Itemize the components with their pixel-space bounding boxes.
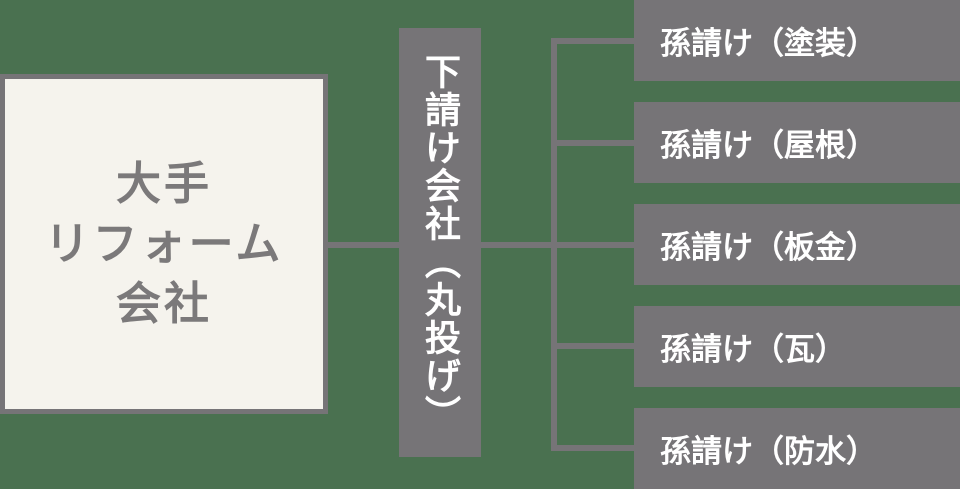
major-reform-company-label-line-3: 会社	[115, 278, 212, 329]
major-reform-company-box: 大手 リフォーム 会社	[0, 74, 328, 414]
connector-middle-to-branch-3	[481, 242, 634, 248]
sub-subcontractor-label-waterproofing: 孫請け（防水）	[660, 434, 877, 469]
connector-branch-1	[557, 38, 634, 44]
sub-subcontractor-box-tile: 孫請け（瓦）	[634, 306, 960, 387]
connector-branch-4	[557, 343, 634, 349]
connector-branch-2	[557, 140, 634, 146]
subcontractor-label: 下請け会社（丸投げ）	[420, 52, 461, 433]
connector-left-to-middle	[325, 242, 399, 248]
major-reform-company-label-line-1: 大手	[115, 158, 212, 209]
connector-spine	[551, 38, 557, 451]
sub-subcontractor-label-tile: 孫請け（瓦）	[660, 332, 846, 367]
sub-subcontractor-box-painting: 孫請け（塗装）	[634, 0, 960, 81]
major-reform-company-label-line-2: リフォーム	[44, 218, 284, 269]
sub-subcontractor-box-waterproofing: 孫請け（防水）	[634, 408, 960, 489]
sub-subcontractor-box-roof: 孫請け（屋根）	[634, 102, 960, 183]
sub-subcontractor-label-sheet-metal: 孫請け（板金）	[660, 230, 877, 265]
sub-subcontractor-box-sheet-metal: 孫請け（板金）	[634, 204, 960, 285]
connector-branch-5	[557, 445, 634, 451]
sub-subcontractor-label-painting: 孫請け（塗装）	[660, 26, 877, 61]
subcontractor-box: 下請け会社（丸投げ）	[399, 28, 481, 457]
sub-subcontractor-label-roof: 孫請け（屋根）	[660, 128, 877, 163]
